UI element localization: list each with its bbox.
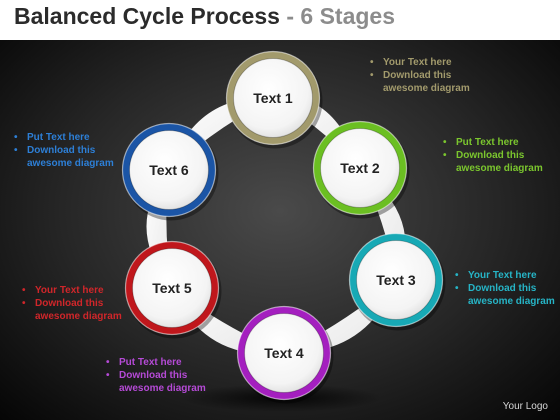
stage-5: Text 5 bbox=[124, 240, 222, 339]
note-bullet: Download this awesome diagram bbox=[453, 282, 556, 308]
stage-label: Text 1 bbox=[253, 90, 293, 106]
note-bullet: Download this awesome diagram bbox=[104, 369, 207, 395]
stage-6: Text 6 bbox=[121, 122, 219, 221]
stage-2: Text 2 bbox=[312, 120, 410, 219]
ring-highlight-outer bbox=[312, 120, 408, 216]
note-bullet: Put Text here bbox=[12, 131, 115, 144]
ring-highlight-outer bbox=[121, 122, 217, 218]
ring-highlight-inner bbox=[129, 130, 209, 210]
ring-highlight-outer bbox=[124, 240, 220, 336]
note-bullet: Your Text here bbox=[368, 56, 471, 69]
ring-highlight-inner bbox=[356, 240, 436, 320]
ring-highlight-inner bbox=[233, 58, 313, 138]
title-separator: - bbox=[279, 3, 301, 29]
ring-highlight-outer bbox=[348, 232, 444, 328]
note-bullet: Download this awesome diagram bbox=[368, 69, 471, 95]
stage-ring bbox=[226, 51, 320, 145]
stage-ring bbox=[125, 241, 219, 335]
note-stage-2: Put Text hereDownload this awesome diagr… bbox=[441, 136, 544, 175]
note-bullet: Put Text here bbox=[104, 356, 207, 369]
ring-highlight-inner bbox=[132, 248, 212, 328]
note-bullet: Your Text here bbox=[20, 284, 123, 297]
note-stage-3: Your Text hereDownload this awesome diag… bbox=[453, 269, 556, 308]
stage-label: Text 4 bbox=[264, 345, 304, 361]
stage-rings: Text 1 Text 2 Text 3 Text 4 Text 5 Text 6 bbox=[121, 50, 446, 404]
note-bullet: Put Text here bbox=[441, 136, 544, 149]
stage-label: Text 5 bbox=[152, 280, 192, 296]
ring-highlight-inner bbox=[244, 313, 324, 393]
stage-ring bbox=[349, 233, 443, 327]
logo-text: Your Logo bbox=[502, 401, 548, 412]
note-stage-5: Your Text hereDownload this awesome diag… bbox=[20, 284, 123, 323]
ring-highlight-inner bbox=[320, 128, 400, 208]
note-bullet: Download this awesome diagram bbox=[441, 149, 544, 175]
stage-ring bbox=[313, 121, 407, 215]
ring-highlight-outer bbox=[225, 50, 321, 146]
stage-ring bbox=[122, 123, 216, 217]
title-bar: Balanced Cycle Process - 6 Stages bbox=[0, 0, 560, 40]
stage-4: Text 4 bbox=[236, 305, 334, 404]
stage-1: Text 1 bbox=[225, 50, 323, 149]
note-bullet: Download this awesome diagram bbox=[20, 297, 123, 323]
page-title: Balanced Cycle Process - 6 Stages bbox=[14, 3, 395, 30]
note-stage-4: Put Text hereDownload this awesome diagr… bbox=[104, 356, 207, 395]
title-main: Balanced Cycle Process bbox=[14, 3, 280, 29]
title-subtitle: 6 Stages bbox=[300, 3, 395, 29]
note-bullet: Download this awesome diagram bbox=[12, 144, 115, 170]
ring-highlight-outer bbox=[236, 305, 332, 401]
stage-label: Text 6 bbox=[149, 162, 189, 178]
note-bullet: Your Text here bbox=[453, 269, 556, 282]
note-stage-1: Your Text hereDownload this awesome diag… bbox=[368, 56, 471, 95]
stage-3: Text 3 bbox=[348, 232, 446, 331]
note-stage-6: Put Text hereDownload this awesome diagr… bbox=[12, 131, 115, 170]
stage-label: Text 2 bbox=[340, 160, 380, 176]
stage-ring bbox=[237, 306, 331, 400]
stage-label: Text 3 bbox=[376, 272, 416, 288]
